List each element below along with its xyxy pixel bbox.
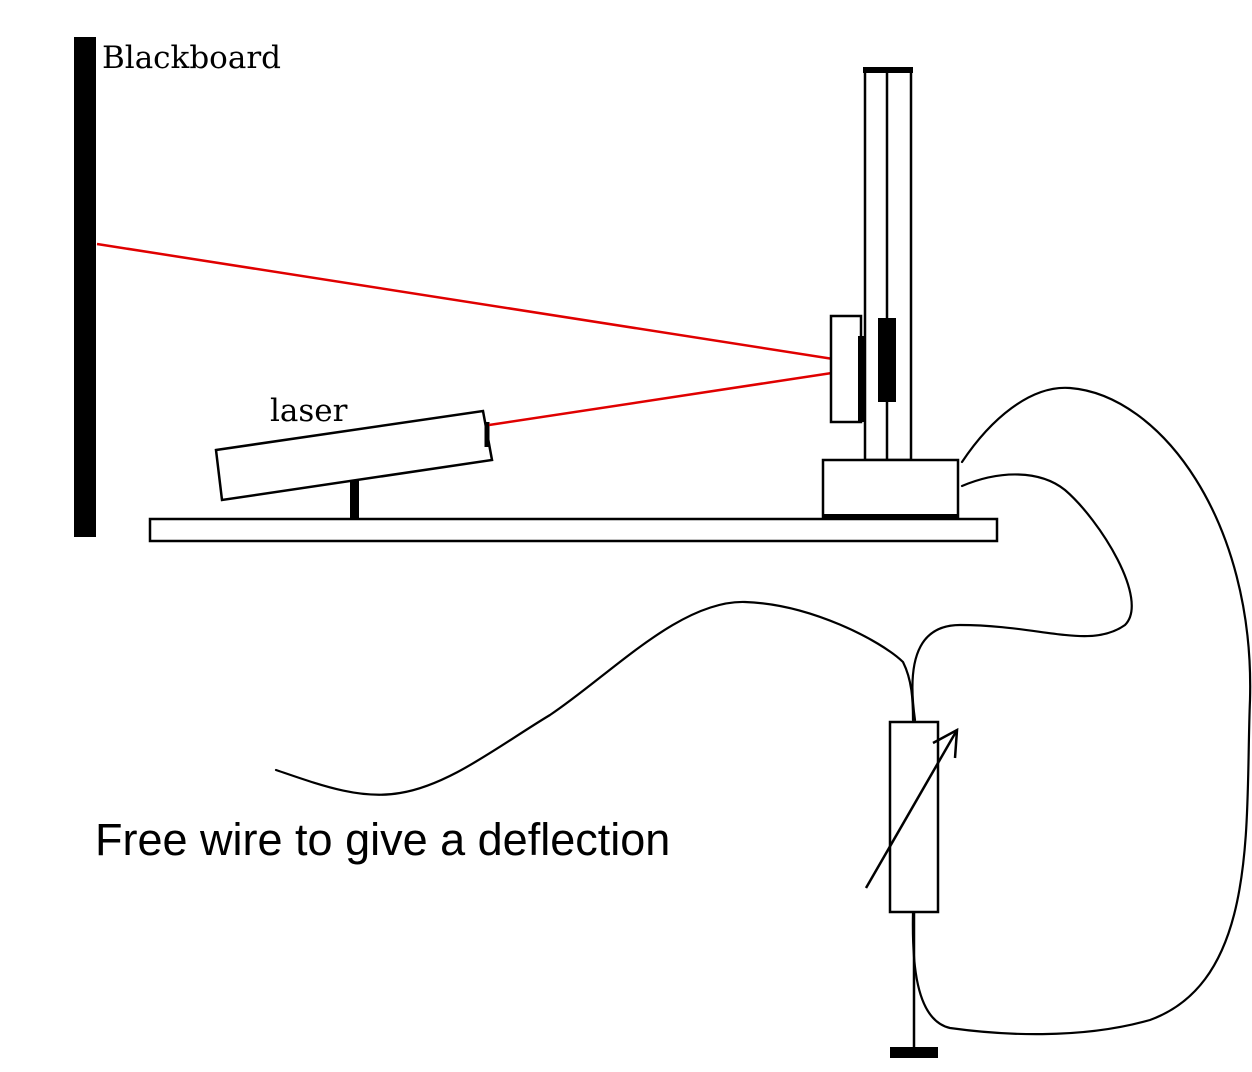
stand-base [821, 458, 960, 519]
wire-free [274, 600, 915, 796]
base-plank [148, 517, 999, 543]
blackboard-label: Blackboard [102, 40, 281, 76]
wire-outer-loop [911, 386, 1252, 1036]
laser-body [214, 409, 494, 502]
reflected-beam [96, 242, 879, 368]
stand-pillar-cap [863, 67, 913, 73]
mirror-surface [858, 336, 865, 422]
free-wire-caption: Free wire to give a deflection [95, 814, 670, 865]
variable-resistor [888, 720, 940, 914]
wire-inner-loop [911, 473, 1133, 722]
variable-resistor-arrow-head [932, 727, 959, 759]
variable-resistor-arrow-shaft [864, 729, 959, 889]
mirror-holder [829, 314, 863, 424]
laser-label: laser [270, 393, 348, 429]
mirror-coil [878, 318, 896, 402]
blackboard [74, 37, 96, 537]
incident-beam [488, 364, 879, 427]
ground-terminal [890, 1047, 938, 1058]
laser-stand [350, 480, 359, 520]
